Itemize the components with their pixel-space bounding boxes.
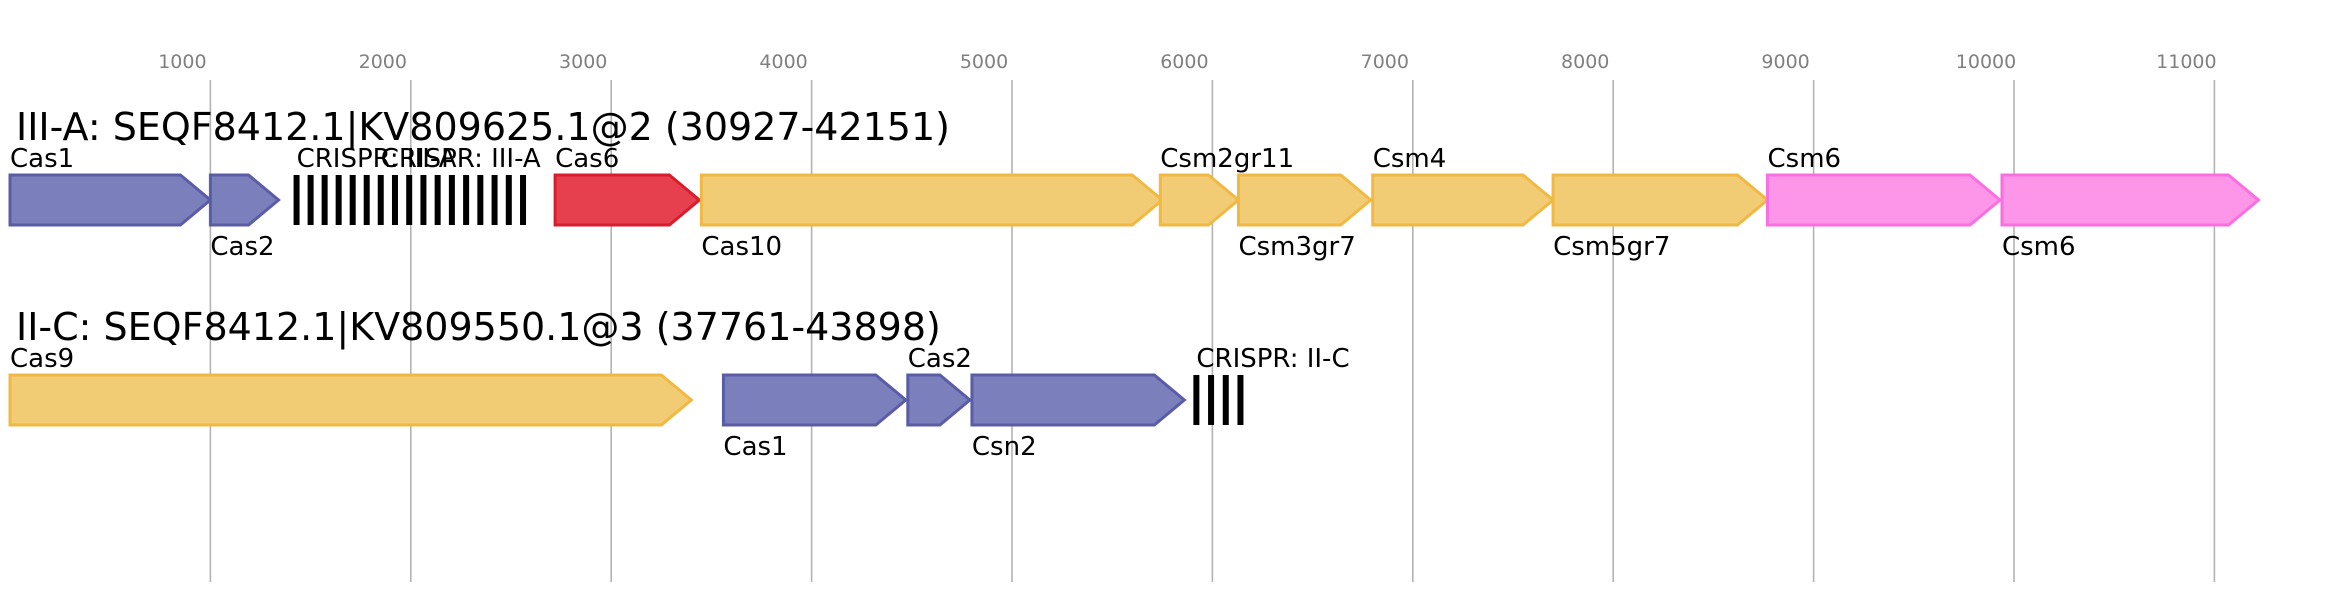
crispr-repeat [335,175,342,225]
gene-cas9: Cas9 [8,344,694,427]
crispr-repeat [1208,375,1215,425]
gene-label: Cas9 [10,344,74,374]
crispr-repeat [406,175,413,225]
crispr-label: CRISPR: II-C [1196,344,1349,374]
gene-arrow [553,173,702,227]
gene-csn2: Csn2 [970,373,1187,462]
tick-label: 11000 [2156,51,2216,73]
crispr-array: CRISPR: II-C [1193,344,1350,425]
crispr-array: CRISPR: III-A [377,144,541,225]
gene-label: Csn2 [972,432,1037,462]
crispr-repeat [505,175,512,225]
gene-label: Cas1 [10,144,74,174]
tick-label: 4000 [759,51,807,73]
tick-label: 8000 [1561,51,1609,73]
crispr-repeat [520,175,527,225]
gene-label: Csm2gr11 [1160,144,1294,174]
crispr-repeat [448,175,455,225]
track-iii-a: III-A: SEQF8412.1|KV809625.1@2 (30927-42… [8,105,2261,262]
crispr-repeat [377,175,384,225]
track-title: II-C: SEQF8412.1|KV809550.1@3 (37761-438… [16,305,941,350]
gene-cas10: Cas10 [699,173,1165,262]
tick-label: 6000 [1160,51,1208,73]
crispr-repeat [349,175,356,225]
gene-csm6: Csm6 [1766,144,2003,227]
gene-csm5gr7: Csm5gr7 [1551,173,1770,262]
gene-cas1: Cas1 [8,144,213,227]
gene-label: Csm3gr7 [1238,232,1355,262]
tick-label: 2000 [359,51,407,73]
gene-arrow [1236,173,1374,227]
gene-cas6: Cas6 [553,144,702,227]
gene-arrow [1766,173,2003,227]
gene-label: Cas2 [210,232,274,262]
crispr-label: CRISPR: III-A [297,144,457,174]
gene-arrow [721,373,909,427]
gene-cas2: Cas2 [208,173,281,262]
tick-label: 7000 [1361,51,1409,73]
tick-label: 5000 [960,51,1008,73]
gene-csm3gr7: Csm3gr7 [1236,173,1374,262]
crispr-repeat [1193,375,1200,425]
crispr-repeat [1222,375,1229,425]
crispr-label: CRISPR: III-A [381,144,541,174]
gene-label: Cas1 [723,432,787,462]
track-ii-c: II-C: SEQF8412.1|KV809550.1@3 (37761-438… [8,305,1350,462]
gene-cas2: Cas2 [906,344,973,427]
crispr-repeat [391,175,398,225]
gene-arrow [699,173,1165,227]
gene-label: Csm6 [1768,144,1842,174]
gene-label: Csm6 [2002,232,2076,262]
gene-arrow [1158,173,1241,227]
gene-arrow [906,373,973,427]
gene-arrow [1371,173,1556,227]
crispr-repeat [420,175,427,225]
gene-arrow [1551,173,1770,227]
tick-label: 9000 [1761,51,1809,73]
crispr-repeat [293,175,300,225]
tick-label: 3000 [559,51,607,73]
gene-label: Csm4 [1373,144,1447,174]
crispr-repeat [321,175,328,225]
crispr-repeat [463,175,470,225]
gene-label: Cas6 [555,144,619,174]
track-title: III-A: SEQF8412.1|KV809625.1@2 (30927-42… [16,105,950,150]
tick-label: 1000 [158,51,206,73]
gene-label: Cas2 [908,344,972,374]
gene-arrow [208,173,281,227]
crispr-repeat [363,175,370,225]
crispr-repeat [491,175,498,225]
crispr-array: CRISPR: III-A [293,144,457,225]
crispr-repeat [1237,375,1244,425]
gene-arrow [8,373,694,427]
gene-arrow [8,173,213,227]
crispr-repeat [434,175,441,225]
gene-arrow [2000,173,2261,227]
gene-csm6: Csm6 [2000,173,2261,262]
gene-arrow [970,373,1187,427]
tick-label: 10000 [1956,51,2016,73]
crispr-repeat [477,175,484,225]
crispr-repeat [307,175,314,225]
gene-label: Cas10 [701,232,782,262]
gene-csm4: Csm4 [1371,144,1556,227]
gene-cas1: Cas1 [721,373,909,462]
gene-label: Csm5gr7 [1553,232,1670,262]
gene-csm2gr11: Csm2gr11 [1158,144,1294,227]
position-axis: 1000 2000 3000 4000 5000 6000 7000 8000 9000 1000… [158,51,2217,582]
